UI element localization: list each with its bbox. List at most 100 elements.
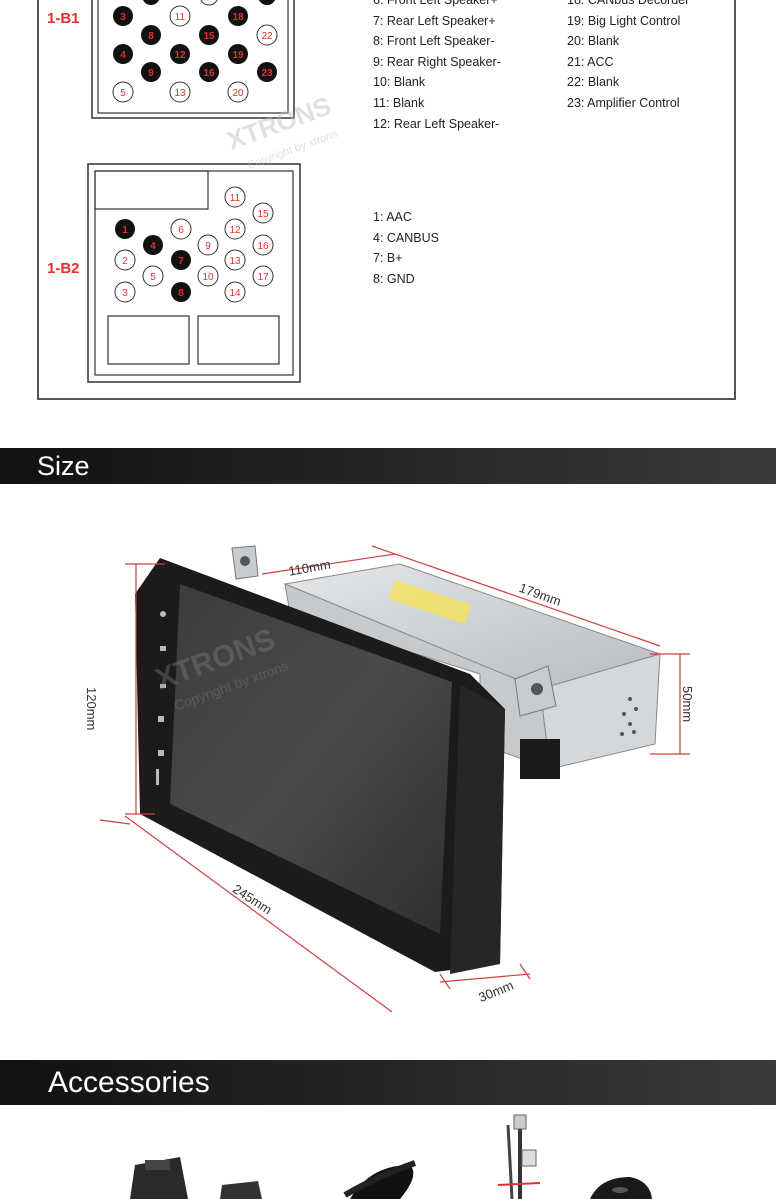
connector-b1-label: 1-B1 <box>47 10 80 27</box>
pin-b2-5 <box>142 265 164 287</box>
svg-text:15: 15 <box>203 31 215 42</box>
b2-pin-8: 8: GND <box>373 271 415 286</box>
b1-pin-23: 23: Amplifier Control <box>567 95 680 110</box>
b1-pin-12: 12: Rear Left Speaker- <box>373 116 500 131</box>
pin-b1-15 <box>199 25 219 45</box>
pin-b2-2 <box>114 249 136 271</box>
svg-text:4: 4 <box>120 50 126 61</box>
canbus-harness-image <box>497 1114 541 1199</box>
pin-b2-1 <box>115 219 135 239</box>
b1-pin-9: 9: Rear Right Speaker- <box>373 54 501 69</box>
volume-up-icon <box>158 716 164 722</box>
mic-icon <box>156 769 159 785</box>
svg-text:18: 18 <box>232 12 244 23</box>
b1-pin-19: 19: Big Light Control <box>567 13 681 28</box>
pin-b1-16 <box>199 62 219 82</box>
dim-bottom-width: 245mm <box>230 881 275 917</box>
b1-pin-18: 18: CANbus Decorder <box>567 0 690 7</box>
size-diagram: 110mm 179mm 120mm 50mm 245mm 30mm XTRONS… <box>84 545 695 1013</box>
size-banner-title: Size <box>37 451 90 481</box>
svg-text:16: 16 <box>203 68 215 79</box>
svg-text:10: 10 <box>202 272 214 283</box>
pin-b1-5 <box>112 81 134 103</box>
pin-b2-7 <box>171 250 191 270</box>
power-icon <box>160 611 166 617</box>
b1-pin-list-left: 6: Front Left Speaker+ 7: Rear Left Spea… <box>373 0 501 134</box>
pin-b1-13 <box>169 81 191 103</box>
b1-pin-22: 22: Blank <box>567 75 620 90</box>
pin-b1-19 <box>228 44 248 64</box>
pin-b2-13 <box>224 249 246 271</box>
b2-pin-1: 1: AAC <box>373 210 412 224</box>
svg-text:17: 17 <box>257 272 269 283</box>
wiring-panel: 1-B1 3 8 4 9 15 12 16 18 19 23 11 22 5 1… <box>37 0 736 400</box>
pin-b2-17 <box>252 265 274 287</box>
pin-b2-15 <box>252 202 274 224</box>
volume-down-icon <box>158 750 164 756</box>
pin-b2-3 <box>114 281 136 303</box>
svg-text:3: 3 <box>122 288 128 299</box>
svg-text:12: 12 <box>229 225 241 236</box>
svg-text:5: 5 <box>150 272 156 283</box>
svg-text:19: 19 <box>232 50 244 61</box>
accessories-preview <box>130 1114 652 1199</box>
b1-pin-20: 20: Blank <box>567 34 620 49</box>
pin-b2-11 <box>224 186 246 208</box>
pin-b2-8 <box>171 282 191 302</box>
gps-antenna-image <box>590 1177 652 1199</box>
b1-pin-7: 7: Rear Left Speaker+ <box>373 13 496 28</box>
size-banner: Size <box>0 448 776 484</box>
dim-height-left: 120mm <box>84 687 99 730</box>
dim-height-right: 50mm <box>680 686 695 722</box>
svg-text:14: 14 <box>229 288 241 299</box>
svg-text:11: 11 <box>230 193 241 204</box>
pin-b1-4 <box>113 44 133 64</box>
svg-text:4: 4 <box>150 241 156 252</box>
b2-pin-4: 4: CANBUS <box>373 230 439 245</box>
iso-harness-connector-image <box>130 1157 262 1199</box>
pin-b1-11 <box>169 5 191 27</box>
svg-text:22: 22 <box>261 31 273 42</box>
pin-b1-top-1 <box>142 0 160 5</box>
connector-b2-label: 1-B2 <box>47 260 80 277</box>
svg-text:12: 12 <box>174 50 186 61</box>
connector-b2-diagram: 1 4 7 8 11 15 6 12 9 16 2 13 5 10 17 3 1… <box>87 163 301 383</box>
b2-pin-7: 7: B+ <box>373 251 403 266</box>
svg-text:7: 7 <box>178 256 184 267</box>
accessories-banner-title: Accessories <box>48 1066 210 1099</box>
svg-text:5: 5 <box>120 88 126 99</box>
pin-b2-16 <box>252 234 274 256</box>
b1-pin-8: 8: Front Left Speaker- <box>373 34 495 49</box>
pin-b2-14 <box>224 281 246 303</box>
pin-b1-3 <box>113 6 133 26</box>
b1-pin-11: 11: Blank <box>373 95 425 110</box>
b1-pin-21: 21: ACC <box>567 54 614 69</box>
svg-text:15: 15 <box>257 209 269 220</box>
b1-pin-10: 10: Blank <box>373 75 426 90</box>
b2-pin-list: 1: AAC 4: CANBUS 7: B+ 8: GND <box>373 207 439 289</box>
pin-b2-9 <box>197 234 219 256</box>
svg-text:13: 13 <box>229 256 241 267</box>
back-icon <box>160 684 166 688</box>
svg-text:16: 16 <box>257 241 269 252</box>
svg-text:8: 8 <box>178 288 184 299</box>
svg-text:20: 20 <box>232 88 244 99</box>
connector-b1-diagram: 3 8 4 9 15 12 16 18 19 23 11 22 5 13 20 <box>91 0 295 119</box>
pin-b2-4 <box>143 235 163 255</box>
svg-text:6: 6 <box>178 225 184 236</box>
pin-b1-top-3 <box>258 0 276 5</box>
pin-b2-10 <box>197 265 219 287</box>
b1-pin-list-right: 18: CANbus Decorder 19: Big Light Contro… <box>567 0 689 114</box>
b1-pin-6: 6: Front Left Speaker+ <box>373 0 498 7</box>
svg-text:23: 23 <box>261 68 273 79</box>
pin-b1-12 <box>170 44 190 64</box>
dimension-lines <box>99 545 690 1013</box>
pin-b1-top-2 <box>200 0 218 6</box>
pin-b1-22 <box>256 24 278 46</box>
dim-top-width: 110mm <box>287 557 331 579</box>
pin-b1-9 <box>141 62 161 82</box>
pin-b1-20 <box>227 81 249 103</box>
svg-text:11: 11 <box>175 12 186 23</box>
pin-b1-23 <box>257 62 277 82</box>
display-unit <box>135 558 560 974</box>
